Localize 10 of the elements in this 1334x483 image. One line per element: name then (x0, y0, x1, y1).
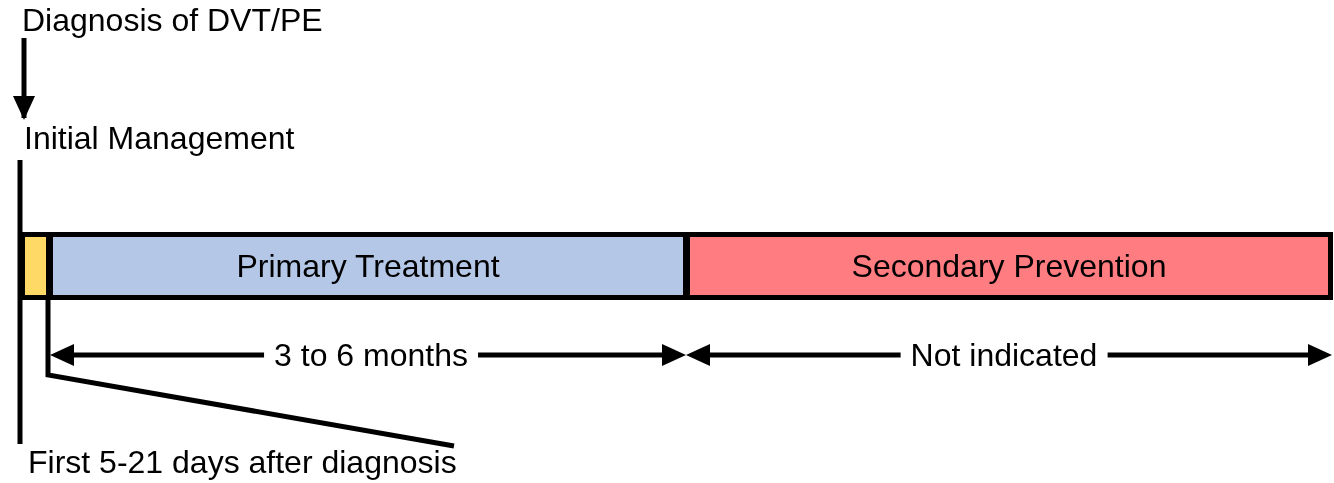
timeline-label: Diagnosis of DVT/PE (22, 2, 332, 38)
timeline-line (17, 160, 23, 444)
phase-bar (48, 232, 688, 300)
phase-label: Primary Treatment (236, 247, 500, 285)
arrow (13, 38, 35, 120)
timeline-label: First 5-21 days after diagnosis (28, 444, 460, 480)
phase-label: Secondary Prevention (851, 247, 1167, 285)
timeline-label: Initial Management (24, 120, 314, 156)
leader-line (45, 300, 455, 449)
phase-bar (685, 232, 1333, 300)
